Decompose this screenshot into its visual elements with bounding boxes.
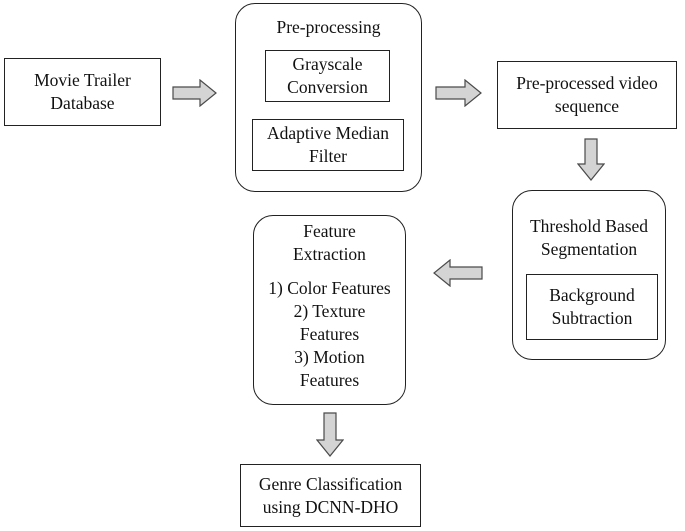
grayscale-conversion-box: Grayscale Conversion	[265, 50, 390, 102]
feature-title-line-1: Feature	[303, 221, 356, 241]
feature-extraction-group: Feature Extraction 1) Color Features 2) …	[253, 215, 406, 405]
preprocessed-video-box: Pre-processed video sequence	[497, 61, 677, 129]
segmentation-title-line-1: Threshold Based	[529, 216, 649, 236]
genre-line-1: Genre Classification	[258, 473, 403, 494]
arrow-left-icon	[433, 259, 483, 287]
median-line-2: Filter	[309, 146, 347, 166]
genre-line-2: using DCNN-DHO	[262, 496, 399, 517]
background-subtraction-box: Background Subtraction	[526, 274, 658, 340]
segmentation-title: Threshold Based Segmentation	[513, 215, 665, 261]
database-line-2: Database	[50, 93, 115, 113]
median-line-1: Adaptive Median	[267, 123, 389, 143]
background-line-1: Background	[549, 285, 635, 305]
video-line-2: sequence	[554, 96, 620, 116]
feature-extraction-title: Feature Extraction	[254, 220, 405, 266]
adaptive-median-filter-box: Adaptive Median Filter	[252, 119, 404, 171]
movie-trailer-database-box: Movie Trailer Database	[4, 58, 161, 126]
arrow-right-icon	[435, 79, 482, 107]
video-line-1: Pre-processed video	[516, 73, 658, 93]
preprocessing-title: Pre-processing	[276, 17, 381, 37]
arrow-right-icon	[172, 79, 217, 107]
background-line-2: Subtraction	[551, 308, 633, 328]
grayscale-line-1: Grayscale	[292, 54, 363, 74]
feature-item: 3) Motion	[294, 347, 365, 367]
genre-classification-box: Genre Classification using DCNN-DHO	[240, 464, 421, 527]
grayscale-line-2: Conversion	[287, 77, 368, 97]
database-line-1: Movie Trailer	[34, 70, 131, 90]
feature-item: 2) Texture	[293, 301, 366, 321]
feature-title-line-2: Extraction	[293, 244, 366, 264]
arrow-down-icon	[577, 138, 605, 181]
feature-item: Features	[299, 324, 360, 344]
segmentation-title-line-2: Segmentation	[540, 239, 638, 259]
feature-item: Features	[299, 370, 360, 390]
feature-list: 1) Color Features 2) Texture Features 3)…	[254, 277, 405, 392]
feature-item: 1) Color Features	[268, 278, 391, 298]
arrow-down-icon	[316, 412, 344, 457]
